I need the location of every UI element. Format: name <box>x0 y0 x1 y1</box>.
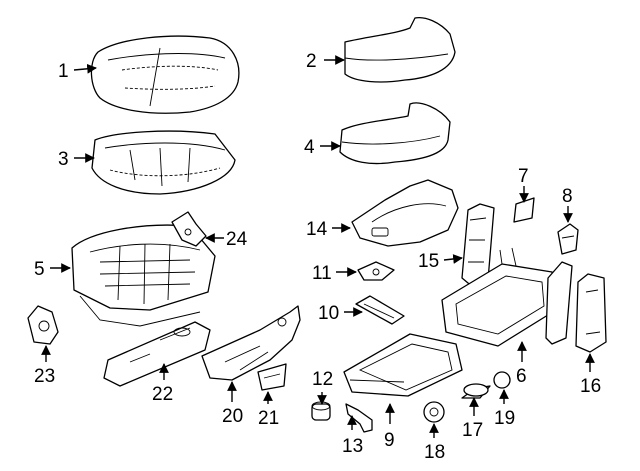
callout-23: 23 <box>34 366 55 387</box>
part-21-cover-plate <box>257 363 287 391</box>
callout-17: 17 <box>462 420 483 441</box>
callout-11: 11 <box>312 263 332 284</box>
part-19-cap <box>493 371 511 389</box>
callout-labels: 1 2 3 4 5 6 7 8 9 10 11 12 13 14 15 16 1… <box>34 51 601 463</box>
callout-20: 20 <box>222 406 243 427</box>
callout-18: 18 <box>424 442 445 463</box>
callout-8: 8 <box>562 186 573 207</box>
part-23-side-shield <box>27 305 59 345</box>
part-20-side-shield <box>201 305 301 381</box>
callout-7: 7 <box>518 166 529 187</box>
callout-19: 19 <box>494 408 515 429</box>
part-2-seatback-pad <box>344 16 456 83</box>
part-9-console-bin <box>343 333 463 397</box>
part-3-cushion-pad <box>91 130 236 195</box>
callout-24: 24 <box>226 229 248 250</box>
part-side-rail <box>545 261 573 345</box>
callout-13: 13 <box>342 436 363 457</box>
part-12-plug <box>311 401 331 421</box>
arrow-1 <box>73 63 97 74</box>
part-14-console-lid <box>351 179 459 247</box>
part-11-latch <box>357 261 395 281</box>
callout-15: 15 <box>418 251 439 272</box>
callout-16: 16 <box>580 376 601 397</box>
callout-14: 14 <box>306 219 328 240</box>
part-6-console-base <box>441 247 557 347</box>
callout-10: 10 <box>318 303 339 324</box>
callout-21: 21 <box>258 408 279 429</box>
callout-9: 9 <box>384 430 395 451</box>
callout-3: 3 <box>58 149 69 170</box>
part-5-seat-frame <box>71 224 216 327</box>
callout-1: 1 <box>58 61 69 82</box>
part-4-seatback-frame-pad <box>339 102 451 165</box>
callout-6: 6 <box>516 366 527 387</box>
part-18-grommet <box>423 401 445 423</box>
callout-2: 2 <box>306 51 317 72</box>
part-17-bushing <box>461 383 491 399</box>
callout-22: 22 <box>152 384 173 405</box>
part-16-trim-panel <box>575 273 607 353</box>
part-13-spring <box>345 403 373 433</box>
callout-4: 4 <box>304 137 315 158</box>
callout-5: 5 <box>34 259 45 280</box>
part-10-mat <box>355 295 405 325</box>
leader-arrows <box>41 55 595 438</box>
arrow-15 <box>443 254 463 264</box>
part-8-bracket <box>557 223 579 255</box>
part-1-cushion-cover <box>90 35 240 114</box>
part-22-seat-track <box>103 321 211 387</box>
callout-12: 12 <box>312 369 333 390</box>
